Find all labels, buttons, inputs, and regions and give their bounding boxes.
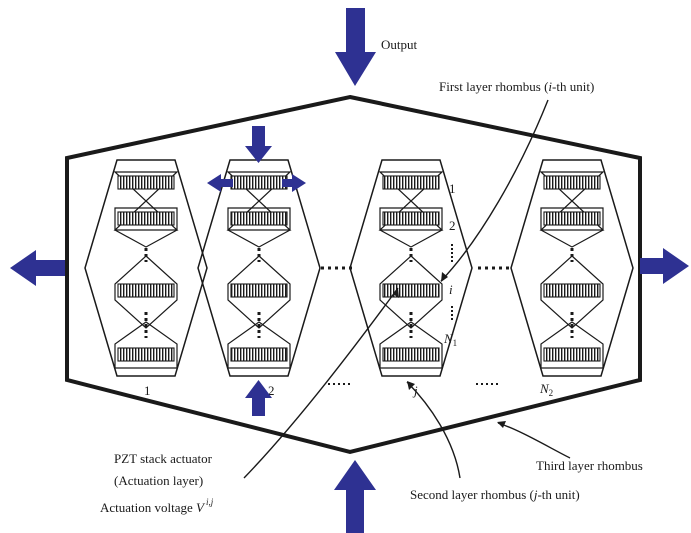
unit-label-n1-base: N	[443, 331, 454, 346]
unit-arrow-right	[282, 174, 306, 192]
column-label-n2-base: N	[539, 381, 550, 396]
leader-lines	[243, 99, 571, 479]
unit-input-arrow-bottom	[245, 380, 272, 416]
unit-label-i: i	[449, 282, 453, 297]
pzt-stack-actuator	[543, 283, 601, 298]
column-label-n2-sub: 2	[549, 388, 554, 398]
unit-label-n1: N1	[443, 331, 457, 348]
pzt-stack-actuator	[382, 283, 440, 298]
pzt-stack-actuator	[117, 283, 175, 298]
first-layer-unit	[114, 207, 178, 248]
pzt-stack-actuator	[117, 175, 175, 190]
label-output: Output	[381, 37, 418, 52]
pzt-stack-actuator	[117, 211, 175, 226]
second-layer-rhombus	[84, 159, 208, 377]
second-layer-rhombi	[84, 159, 634, 377]
unit-label-n1-sub: 1	[453, 338, 458, 348]
first-layer-units	[113, 171, 605, 369]
first-layer-unit	[227, 255, 291, 329]
label-first-layer-pre: First layer rhombus (	[439, 79, 548, 94]
force-arrows	[10, 8, 689, 533]
label-voltage-symbol: V	[196, 500, 206, 515]
output-arrow-left	[10, 250, 65, 286]
pzt-stack-actuator	[230, 347, 288, 362]
pzt-stack-actuator	[543, 347, 601, 362]
unit-arrow-left	[207, 174, 233, 192]
first-layer-unit	[540, 321, 604, 369]
label-first-layer-var: i	[548, 79, 552, 94]
first-layer-unit	[379, 207, 443, 248]
column-label-1: 1	[144, 383, 151, 398]
second-layer-rhombus	[510, 159, 634, 377]
pzt-stack-actuator	[543, 175, 601, 190]
leader-first-layer	[440, 99, 549, 282]
third-layer-rhombus	[65, 94, 642, 455]
pzt-stack-actuator	[117, 347, 175, 362]
label-first-layer: First layer rhombus (i-th unit)	[439, 79, 594, 94]
label-second-layer-pre: Second layer rhombus (	[410, 487, 534, 502]
pzt-stack-actuator	[382, 347, 440, 362]
label-first-layer-post: -th unit)	[552, 79, 594, 94]
unit-label-1: 1	[449, 181, 456, 196]
output-arrow-right	[640, 248, 689, 284]
label-second-layer-var: j	[532, 487, 538, 502]
pzt-stack-actuator	[382, 175, 440, 190]
label-second-layer: Second layer rhombus (j-th unit)	[410, 487, 580, 502]
first-layer-unit	[114, 255, 178, 329]
input-arrow-bottom	[334, 460, 376, 533]
column-label-2: 2	[268, 383, 275, 398]
unit-label-2: 2	[449, 218, 456, 233]
first-layer-unit	[540, 207, 604, 248]
first-layer-unit	[540, 255, 604, 329]
unit-input-arrow-top	[245, 126, 272, 163]
leader-pzt	[243, 287, 399, 479]
leader-arrowheads	[393, 272, 506, 428]
label-pzt-line2: (Actuation layer)	[114, 473, 203, 488]
pzt-stack-actuator	[230, 175, 288, 190]
first-layer-unit	[114, 321, 178, 369]
leader-third-layer	[497, 422, 571, 459]
first-layer-unit	[379, 321, 443, 369]
leader-second-layer	[406, 381, 461, 479]
column-label-n2: N2	[539, 381, 553, 398]
output-arrow	[335, 8, 376, 86]
first-layer-unit	[227, 207, 291, 248]
label-voltage-superscript: i,j	[206, 497, 214, 507]
first-layer-unit	[379, 255, 443, 329]
second-layer-rhombus	[197, 159, 321, 377]
pzt-stack-actuator	[543, 211, 601, 226]
pzt-stack-actuator	[230, 283, 288, 298]
label-second-layer-post: -th unit)	[537, 487, 579, 502]
pzt-stack-actuator	[230, 211, 288, 226]
label-voltage-text: Actuation voltage	[100, 500, 196, 515]
first-layer-unit	[227, 321, 291, 369]
label-third-layer: Third layer rhombus	[536, 458, 643, 473]
label-pzt-line1: PZT stack actuator	[114, 451, 213, 466]
pzt-stack-actuator	[382, 211, 440, 226]
